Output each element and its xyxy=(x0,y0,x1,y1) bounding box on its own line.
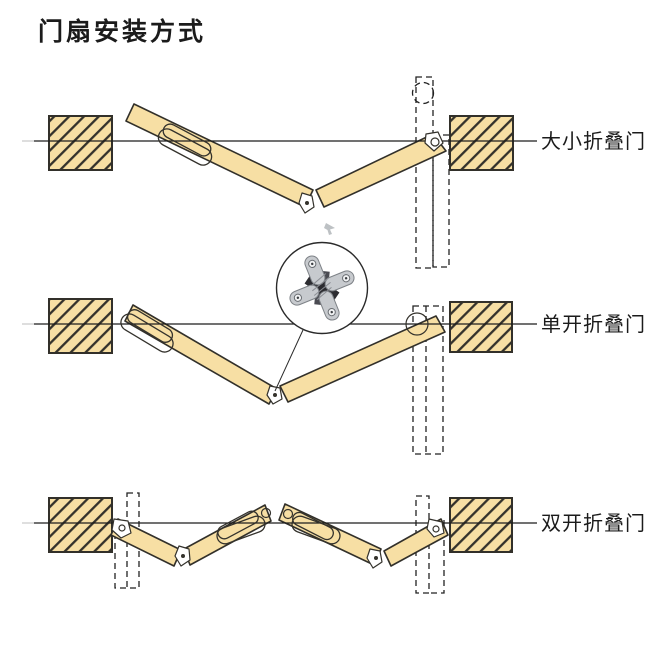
hinge-stadium xyxy=(157,128,213,166)
hinge-stadium xyxy=(292,511,334,541)
closed-position-dashed-panel xyxy=(415,76,434,269)
door-panel-large xyxy=(125,103,314,208)
hinge-stadium xyxy=(216,515,266,545)
jamb-pivot-pin xyxy=(430,137,440,147)
jamb-pivot-pin xyxy=(432,525,440,533)
door-panel xyxy=(124,304,278,405)
wall-block xyxy=(48,298,113,354)
hinge-leaf xyxy=(318,290,340,321)
hinge-pivot-pin xyxy=(181,554,185,558)
closed-position-dashed-panel xyxy=(126,492,140,589)
hinge-stadium xyxy=(291,515,341,545)
row-double-open-folding-door: 双开折叠门 xyxy=(22,492,646,594)
wall-block xyxy=(48,115,113,171)
row-label-double-open: 双开折叠门 xyxy=(541,512,646,535)
row-single-open-folding-door: 单开折叠门 xyxy=(22,298,646,455)
hinge-pivot-pin xyxy=(305,201,309,205)
closed-position-dashed-panel xyxy=(429,520,445,594)
jamb-pivot xyxy=(424,131,444,152)
hinge-stadium xyxy=(217,510,259,540)
hinge-leaf xyxy=(289,284,320,306)
closed-position-dashed-panel xyxy=(412,305,444,455)
panel-tip-pin xyxy=(282,508,294,520)
closed-position-dashed-panel xyxy=(432,134,450,268)
hinge-pivot-pin xyxy=(374,556,378,560)
page-title: 门扇安装方式 xyxy=(38,17,206,46)
jamb-pivot-pin xyxy=(118,524,126,532)
hinge-stadium xyxy=(120,313,174,353)
hinge-knurl-texture xyxy=(311,273,332,301)
door-panel-small xyxy=(315,133,447,208)
cursor-icon xyxy=(324,223,335,235)
concealed-hinge-photo xyxy=(289,255,355,321)
hinge-leaf xyxy=(324,270,355,292)
closed-position-dashed-knuckle xyxy=(411,81,435,105)
row-label-large-small: 大小折叠门 xyxy=(541,130,646,153)
door-panel xyxy=(183,504,272,566)
jamb-pivot xyxy=(426,518,445,538)
wall-block xyxy=(449,301,513,353)
leader-line xyxy=(274,329,304,392)
wall-block xyxy=(449,115,514,171)
jamb-knuckle-circle xyxy=(405,312,429,336)
wall-block xyxy=(449,497,513,553)
hinge-detail-callout xyxy=(274,223,369,392)
row-label-single-open: 单开折叠门 xyxy=(541,313,646,336)
wall-block xyxy=(48,497,113,553)
hinge-pivot-pin xyxy=(273,393,277,397)
door-panel xyxy=(279,315,446,403)
door-panel xyxy=(278,503,382,566)
panel-tip-pin xyxy=(260,507,272,519)
row-large-small-folding-door: 大小折叠门 xyxy=(22,76,646,269)
closed-position-dashed-panel xyxy=(114,533,127,589)
jamb-pivot xyxy=(111,518,132,539)
